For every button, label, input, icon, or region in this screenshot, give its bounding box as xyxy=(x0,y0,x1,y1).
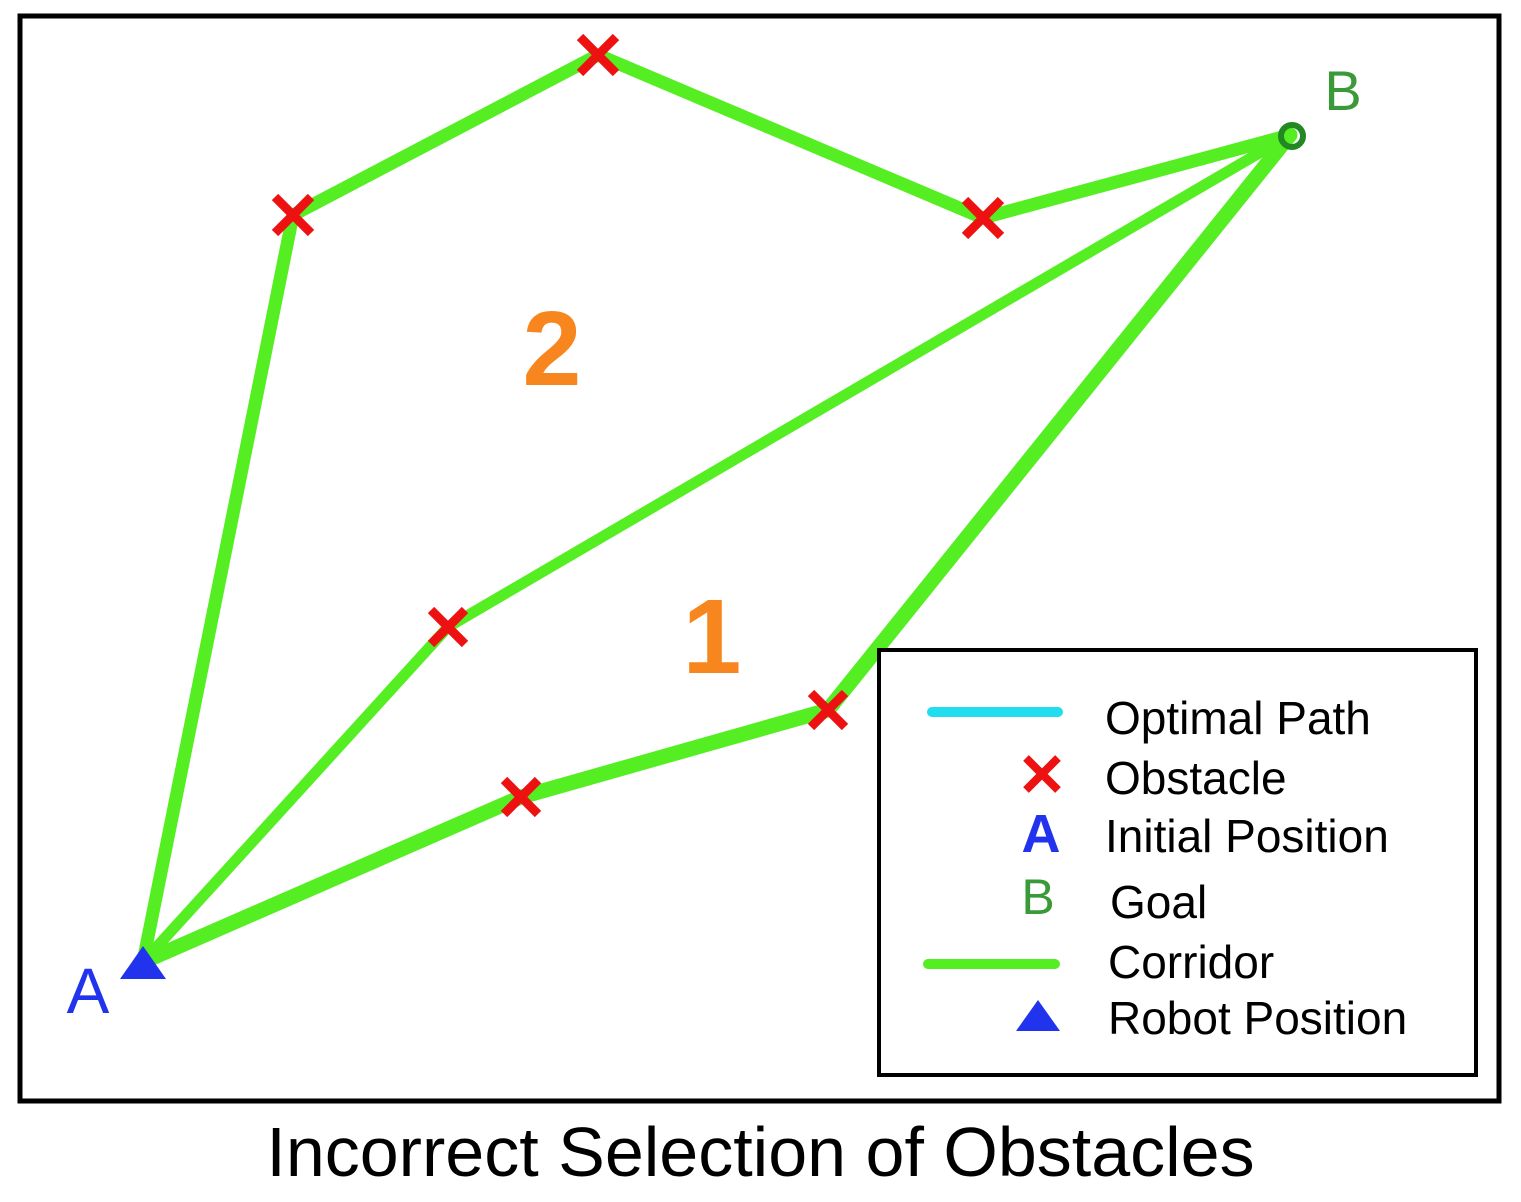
legend-label-obstacle: Obstacle xyxy=(1105,752,1287,804)
corridor-diagram: B A 2 1 Optimal Path Obstacle A Initial … xyxy=(17,13,1502,1104)
region-label-1: 1 xyxy=(683,578,742,696)
legend-label-robot-position: Robot Position xyxy=(1108,992,1407,1044)
obstacle-x xyxy=(427,606,469,648)
initial-position-legend-icon: A xyxy=(1022,804,1061,864)
corridor-1b xyxy=(135,127,1298,970)
plot-frame xyxy=(17,13,1502,1104)
robot-position-triangle xyxy=(120,946,166,979)
obstacle-legend-icon xyxy=(1023,755,1061,793)
obstacle-x xyxy=(576,33,620,77)
goal-label: B xyxy=(1324,59,1361,122)
obstacle-x xyxy=(807,689,849,731)
obstacle-x xyxy=(271,193,315,237)
legend-label-optimal-path: Optimal Path xyxy=(1105,692,1371,744)
robot-position-legend-icon xyxy=(1016,1000,1060,1031)
start-label: A xyxy=(67,955,110,1027)
figure-caption: Incorrect Selection of Obstacles xyxy=(266,1113,1255,1191)
obstacle-x xyxy=(961,196,1005,240)
legend: Optimal Path Obstacle A Initial Position… xyxy=(877,648,1478,1077)
region-label-2: 2 xyxy=(523,290,582,408)
legend-label-corridor: Corridor xyxy=(1108,936,1274,988)
legend-label-initial-position: Initial Position xyxy=(1105,810,1389,862)
legend-label-goal: Goal xyxy=(1110,876,1207,928)
goal-legend-icon: B xyxy=(1021,869,1054,925)
obstacle-x xyxy=(500,776,542,818)
legend-box xyxy=(877,648,1478,1077)
obstacles xyxy=(271,33,1005,818)
goal-marker xyxy=(1278,122,1306,150)
